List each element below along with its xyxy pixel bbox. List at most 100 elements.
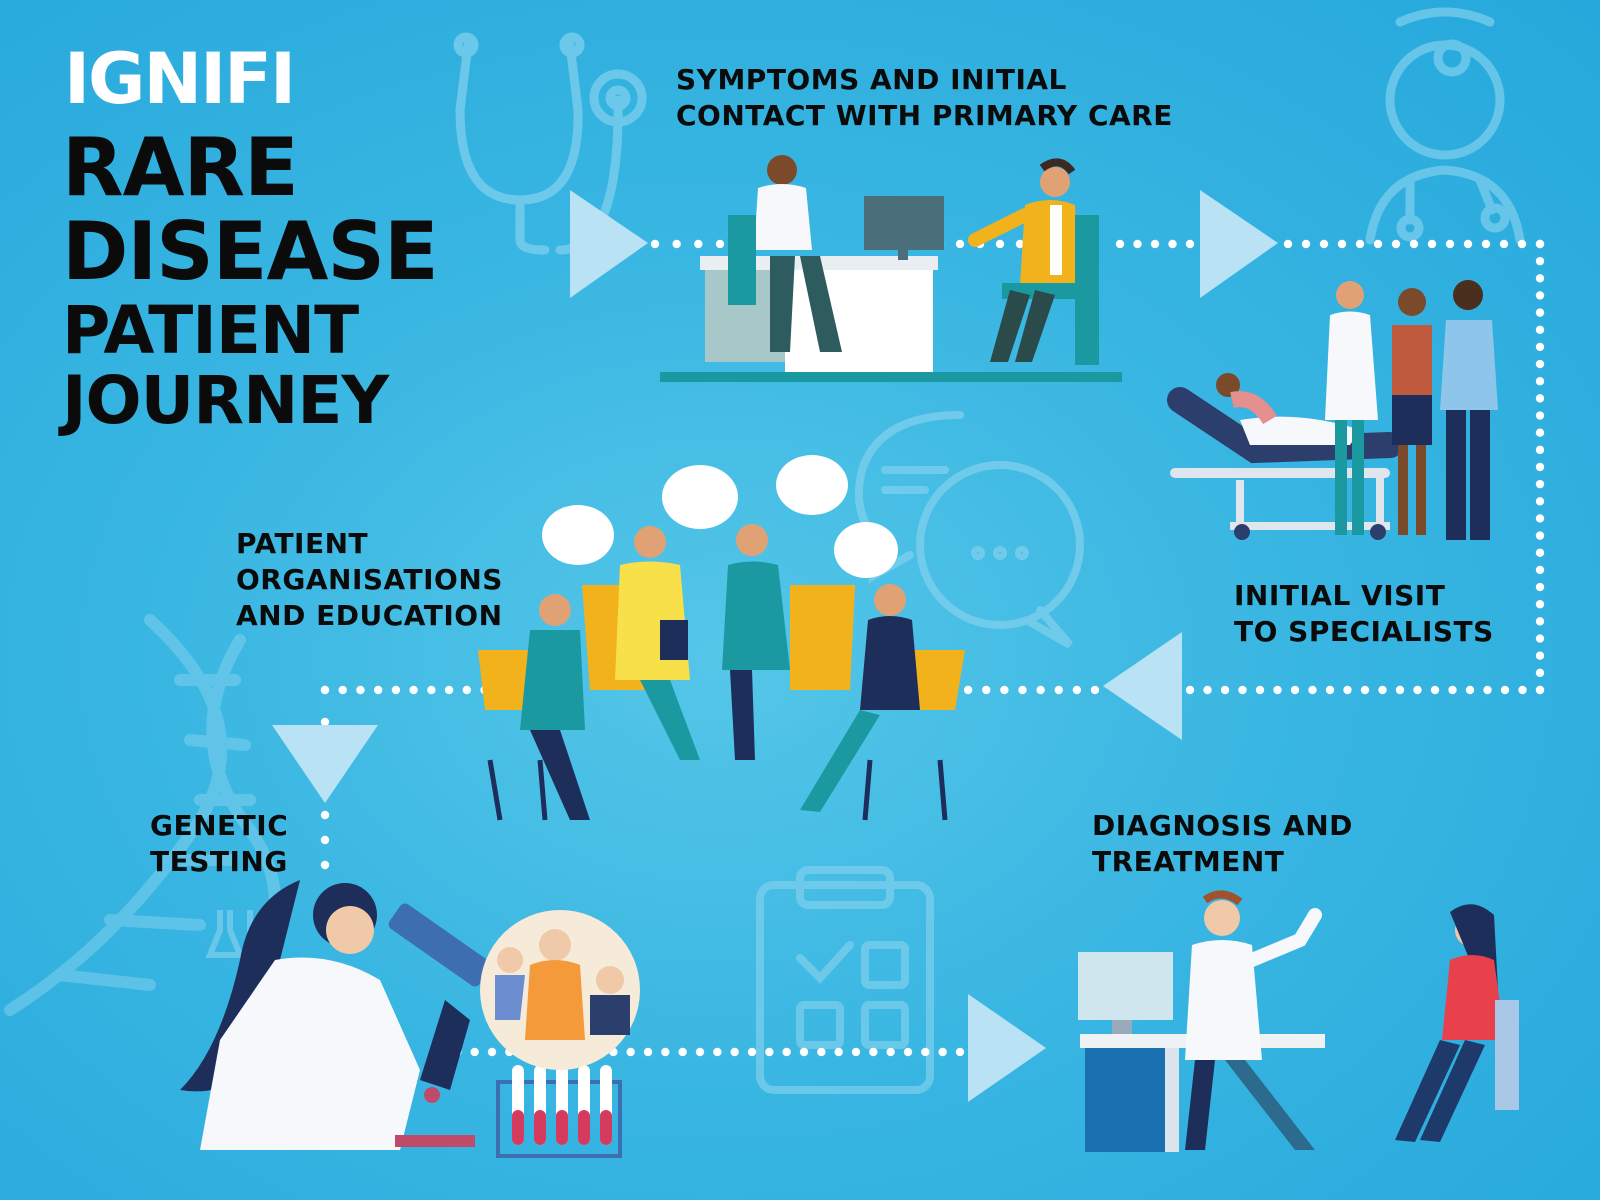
- connector-dot: [715, 239, 725, 249]
- flow-arrows: [272, 190, 1278, 1102]
- connector-dot: [1499, 239, 1509, 249]
- connector-dot: [1150, 239, 1160, 249]
- connector-dot: [694, 239, 703, 249]
- connector-dot: [1535, 582, 1545, 592]
- connector-dot: [1133, 239, 1142, 249]
- connector-dot: [1373, 239, 1383, 249]
- connector-dot: [1337, 239, 1347, 249]
- connector-dot: [1185, 239, 1195, 249]
- connector-dot: [1273, 685, 1282, 695]
- step-label-primary-care: SYMPTOMS AND INITIAL CONTACT WITH PRIMAR…: [676, 63, 1173, 132]
- connector-dot: [1535, 548, 1545, 557]
- connector-dot: [678, 1047, 687, 1057]
- connector-dot: [955, 239, 965, 249]
- microscope-icon: [388, 903, 492, 987]
- connector-dot: [1481, 239, 1491, 249]
- connector-dot: [1238, 685, 1247, 695]
- connector-dot: [1535, 497, 1545, 506]
- connector-dot: [1054, 685, 1063, 695]
- stethoscope-icon: [453, 32, 647, 255]
- test-tubes-icon: [496, 1065, 622, 1158]
- connector-dot: [1360, 685, 1370, 695]
- step-label-diagnosis: DIAGNOSIS AND TREATMENT: [1092, 809, 1353, 878]
- connector-dot: [320, 835, 330, 845]
- connector-dot: [1018, 685, 1027, 695]
- connector-dot: [1395, 685, 1405, 695]
- connector-dot: [1535, 291, 1545, 300]
- scene-genetic: [180, 880, 640, 1158]
- dotted-connectors: [320, 239, 1545, 1057]
- connector-dot: [373, 685, 383, 695]
- connector-dot: [1535, 342, 1545, 352]
- connector-dot: [409, 685, 418, 695]
- connector-dot: [1355, 239, 1365, 249]
- connector-dot: [1535, 445, 1545, 455]
- connector-dot: [782, 1047, 791, 1057]
- brand-logo: IGNIFI: [64, 38, 296, 120]
- connector-dot: [1000, 685, 1009, 695]
- arrow-right-top-left: [570, 190, 648, 298]
- connector-dot: [834, 1047, 843, 1057]
- connector-dot: [1535, 274, 1545, 283]
- connector-dot: [1255, 685, 1265, 695]
- connector-dot: [1283, 239, 1293, 249]
- connector-dot: [1301, 239, 1311, 249]
- connector-dot: [955, 1047, 965, 1057]
- connector-dot: [672, 239, 681, 249]
- connector-dot: [1463, 239, 1473, 249]
- connector-dot: [661, 1047, 670, 1057]
- connector-dot: [1185, 685, 1195, 695]
- connector-dot: [1535, 531, 1545, 540]
- arrow-down-left: [272, 725, 378, 803]
- step-label-specialists: INITIAL VISIT TO SPECIALISTS: [1234, 579, 1494, 648]
- connector-dot: [320, 860, 330, 870]
- connector-dot: [1535, 325, 1545, 334]
- connector-dot: [982, 685, 991, 695]
- connector-dot: [1535, 600, 1545, 609]
- connector-dot: [886, 1047, 895, 1057]
- arrow-right-top-right: [1200, 190, 1278, 298]
- connector-dot: [1535, 668, 1545, 678]
- connector-dot: [903, 1047, 913, 1057]
- arrow-right-bottom: [968, 994, 1046, 1102]
- title-line-journey: JOURNEY: [62, 362, 389, 439]
- connector-dot: [487, 1047, 497, 1057]
- connector-dot: [869, 1047, 878, 1057]
- connector-dot: [391, 685, 401, 695]
- connector-dot: [1535, 634, 1545, 643]
- doctor-icon: [1365, 7, 1525, 245]
- connector-dot: [1535, 256, 1545, 266]
- connector-dot: [470, 1047, 479, 1057]
- speech-bubbles-icon: [855, 411, 1084, 649]
- speech-bubble: [834, 522, 898, 578]
- family-icon: [480, 910, 640, 1070]
- title-line-rare: RARE: [62, 121, 299, 214]
- title-line-disease: DISEASE: [62, 205, 439, 298]
- connector-dot: [1203, 685, 1212, 695]
- connector-dot: [938, 1047, 947, 1057]
- connector-dot: [338, 685, 347, 695]
- speech-bubble: [662, 465, 738, 529]
- connector-dot: [1072, 685, 1082, 695]
- clipboard-icon: [756, 866, 934, 1094]
- connector-dot: [643, 1047, 653, 1057]
- connector-dot: [1535, 377, 1545, 386]
- connector-dot: [1517, 239, 1527, 249]
- connector-dot: [851, 1047, 861, 1057]
- connector-dot: [995, 239, 1005, 249]
- connector-dot: [765, 1047, 774, 1057]
- connector-dot: [921, 1047, 930, 1057]
- connector-dot: [320, 717, 330, 727]
- connector-dot: [1535, 462, 1545, 472]
- connector-dot: [1535, 617, 1545, 626]
- connector-dot: [1308, 685, 1317, 695]
- connector-dot: [1535, 479, 1545, 489]
- connector-dot: [1518, 685, 1527, 695]
- connector-dot: [444, 685, 454, 695]
- connector-dot: [1535, 651, 1545, 660]
- connector-dot: [1535, 685, 1545, 695]
- connector-dot: [1115, 239, 1125, 249]
- connector-dot: [1535, 394, 1545, 403]
- connector-dot: [626, 1047, 635, 1057]
